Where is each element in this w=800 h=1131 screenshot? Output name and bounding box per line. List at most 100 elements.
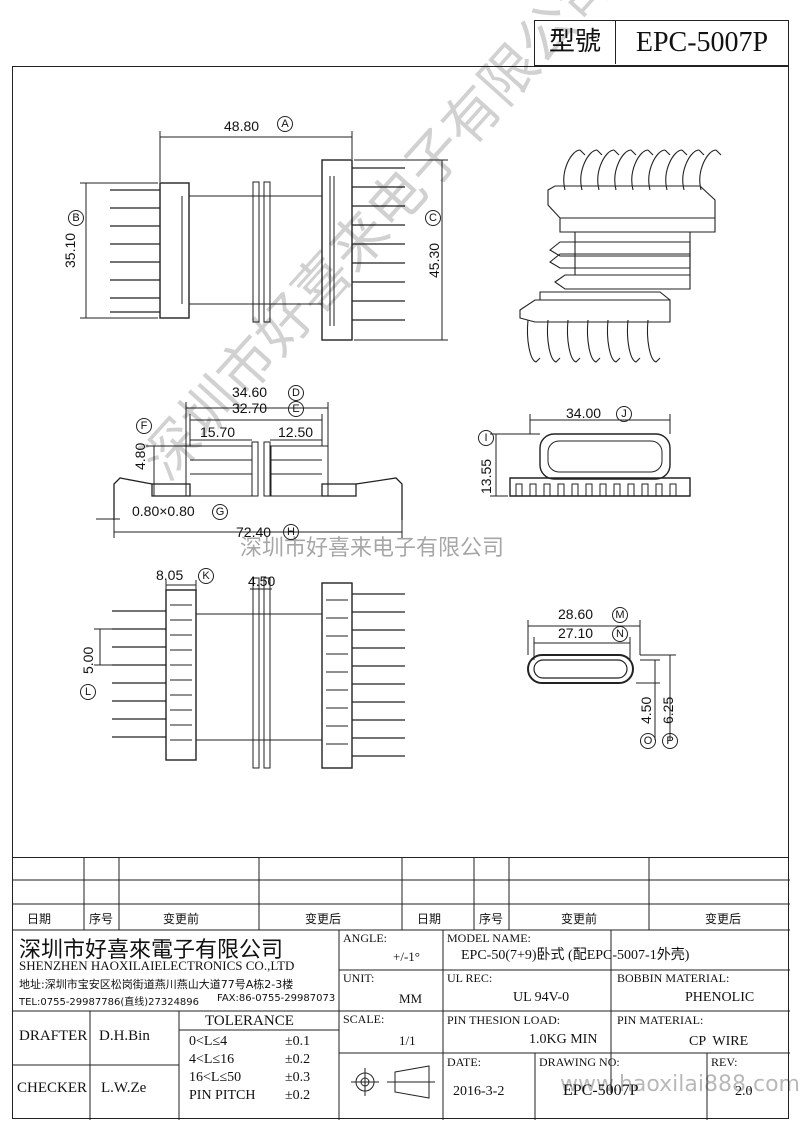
revision-seq2-header: 序号 xyxy=(479,912,504,926)
dim-n-value: 27.10 xyxy=(558,625,594,641)
angle-value: +/-1° xyxy=(393,949,420,964)
dim-o-mark: O xyxy=(640,733,656,749)
dim-m-value: 28.60 xyxy=(558,606,594,622)
tolerance-range-3: PIN PITCH xyxy=(189,1088,256,1103)
dim-f-value: 4.80 xyxy=(132,442,148,470)
dim-l-value: 5.00 xyxy=(80,646,96,674)
drafter-name: D.H.Bin xyxy=(99,1028,150,1044)
company-name-cn: 深圳市好喜來電子有限公司 xyxy=(19,938,284,963)
front-view xyxy=(96,402,403,538)
dim-g-value: 0.80×0.80 xyxy=(132,503,195,519)
angle-label: ANGLE: xyxy=(343,931,387,945)
revision-before2-header: 变更前 xyxy=(561,912,598,926)
dim-i-value: 13.55 xyxy=(478,458,494,494)
dim-n-mark: N xyxy=(612,626,628,642)
dim-c-mark: C xyxy=(425,210,441,226)
projection-icon xyxy=(351,1065,435,1099)
dim-j-value: 34.00 xyxy=(566,405,602,421)
dim-s2-value: 12.50 xyxy=(278,424,314,440)
model-header-value: EPC-5007P xyxy=(635,27,769,58)
dim-s1-value: 15.70 xyxy=(200,424,236,440)
drafter-label: DRAFTER xyxy=(19,1028,88,1044)
dim-s3-value: 4.50 xyxy=(248,573,276,589)
model-header: 型號 EPC-5007P xyxy=(534,20,789,66)
dim-o-value: 4.50 xyxy=(638,696,654,724)
dim-d-value: 34.60 xyxy=(232,384,268,400)
revision-after-header: 变更后 xyxy=(305,912,342,926)
checker-label: CHECKER xyxy=(17,1080,88,1096)
dim-e-mark: E xyxy=(288,401,304,417)
dim-m-mark: M xyxy=(612,607,628,623)
dim-a-value: 48.80 xyxy=(224,118,260,134)
dim-f-mark: F xyxy=(136,418,152,434)
bobbin-material-label: BOBBIN MATERIAL: xyxy=(617,971,730,985)
company-address: 地址:深圳市宝安区松岗街道燕川燕山大道77号A栋2-3楼 xyxy=(19,978,294,991)
dimension-labels: 48.80 A 35.10 B 45.30 C 34.60 D 32.70 E … xyxy=(62,116,678,749)
dim-k-mark: K xyxy=(198,568,214,584)
watermark-site: www.haoxilai888.com xyxy=(560,1072,800,1097)
model-name-label: MODEL NAME: xyxy=(447,931,531,945)
side-view xyxy=(490,414,691,497)
tolerance-value-3: ±0.2 xyxy=(285,1088,311,1103)
rev-label: REV: xyxy=(711,1055,738,1069)
ul-value: UL 94V-0 xyxy=(513,990,570,1005)
tolerance-range-1: 4<L≤16 xyxy=(189,1052,235,1067)
revision-before-header: 变更前 xyxy=(163,912,200,926)
company-tel: TEL:0755-29987786(直线)27324896 xyxy=(19,997,200,1008)
tolerance-value-2: ±0.3 xyxy=(285,1070,311,1085)
revision-date-header: 日期 xyxy=(27,912,52,926)
scale-value: 1/1 xyxy=(399,1033,416,1048)
tolerance-value-1: ±0.2 xyxy=(285,1052,311,1067)
drawing-frame xyxy=(12,66,789,859)
drawing-no-label: DRAWING NO: xyxy=(539,1055,620,1069)
bobbin-material-value: PHENOLIC xyxy=(685,990,755,1005)
revision-after2-header: 变更后 xyxy=(705,912,742,926)
dim-c-value: 45.30 xyxy=(426,242,442,278)
pin-material-label: PIN MATERIAL: xyxy=(617,1013,704,1027)
title-block-grid xyxy=(13,858,790,1120)
dim-b-value: 35.10 xyxy=(62,232,78,268)
dim-i-mark: I xyxy=(478,430,494,446)
revision-date2-header: 日期 xyxy=(417,912,442,926)
dim-p-value: 6.25 xyxy=(660,696,676,724)
rev-value: 2.0 xyxy=(735,1084,753,1099)
dim-k-value: 8.05 xyxy=(156,567,184,583)
company-fax: FAX:86-0755-29987073 xyxy=(217,993,336,1004)
pin-material-value: CP WIRE xyxy=(689,1034,749,1049)
unit-value: MM xyxy=(399,991,423,1006)
unit-label: UNIT: xyxy=(343,971,375,985)
dim-a-mark: A xyxy=(277,116,293,132)
tolerance-range-0: 0<L≤4 xyxy=(189,1034,228,1049)
dim-g-mark: G xyxy=(212,504,228,520)
model-header-label: 型號 xyxy=(535,21,616,64)
pin-load-value: 1.0KG MIN xyxy=(529,1032,598,1047)
company-name-en: SHENZHEN HAOXILAIELECTRONICS CO.,LTD xyxy=(19,958,295,973)
iso-view xyxy=(519,149,722,363)
dim-l-mark: L xyxy=(80,684,96,700)
title-block: 日期 序号 变更前 变更后 日期 序号 变更前 变更后 深圳市好喜來電子有限公司… xyxy=(12,857,790,1120)
dim-e-value: 32.70 xyxy=(232,400,268,416)
tolerance-range-2: 16<L≤50 xyxy=(189,1070,242,1085)
model-name-value: EPC-50(7+9)卧式 (配EPC-5007-1外壳) xyxy=(461,948,690,963)
tolerance-value-0: ±0.1 xyxy=(285,1034,311,1049)
revision-seq-header: 序号 xyxy=(89,912,114,926)
checker-name: L.W.Ze xyxy=(101,1080,147,1096)
dim-b-mark: B xyxy=(68,210,84,226)
top-view xyxy=(80,131,448,341)
date-value: 2016-3-2 xyxy=(453,1084,505,1099)
date-label: DATE: xyxy=(447,1055,481,1069)
dim-p-mark: P xyxy=(662,733,678,749)
dim-h-mark: H xyxy=(283,524,299,540)
ul-label: UL REC: xyxy=(447,971,493,985)
tolerance-title: TOLERANCE xyxy=(205,1013,294,1029)
watermark-horizontal: 深圳市好喜来电子有限公司 xyxy=(240,536,505,561)
bottom-view xyxy=(94,577,405,769)
dim-d-mark: D xyxy=(288,385,304,401)
scale-label: SCALE: xyxy=(343,1012,385,1026)
dim-h-value: 72.40 xyxy=(236,524,272,540)
dim-j-mark: J xyxy=(616,406,632,422)
pin-load-label: PIN THESION LOAD: xyxy=(447,1013,561,1027)
projection-symbol xyxy=(347,1062,437,1107)
drawing-no-value: EPC-5007P xyxy=(563,1082,639,1099)
